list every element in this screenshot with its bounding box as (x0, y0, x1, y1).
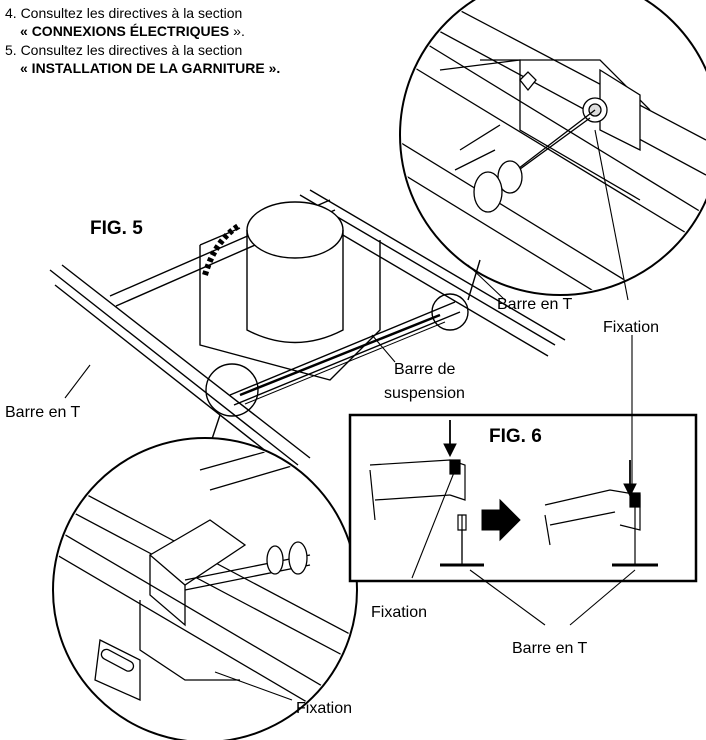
fig6-label-fixation: Fixation (371, 604, 428, 621)
fig6-panel (348, 413, 698, 583)
label-suspension-line1: Barre de (394, 361, 456, 378)
step-4-line-1: 4. Consultez les directives à la section (5, 5, 243, 21)
zoom-circle-top (399, 0, 706, 296)
step-5-line-2: « INSTALLATION DE LA GARNITURE ». (20, 60, 281, 76)
label-tbar-left: Barre en T (5, 404, 81, 421)
leader-lines (64, 129, 636, 701)
step-5-line-1: 5. Consultez les directives à la section (5, 42, 243, 58)
step-4-section-name: CONNEXIONS ÉLECTRIQUES (31, 23, 230, 39)
fig6-label-tbar: Barre en T (512, 640, 588, 657)
label-fixation-right: Fixation (603, 319, 660, 336)
step-4-suffix: ». (229, 23, 245, 39)
label-suspension-line2: suspension (384, 385, 465, 402)
label-fixation-bottom: Fixation (296, 700, 353, 717)
label-tbar-right: Barre en T (497, 296, 573, 313)
zoom-circle-bottom (52, 437, 358, 740)
step-4-prefix: « (20, 23, 32, 39)
step-4-line-2: « CONNEXIONS ÉLECTRIQUES ». (20, 23, 245, 40)
fig5-title: FIG. 5 (90, 218, 143, 239)
fig6-title: FIG. 6 (489, 426, 542, 447)
fig5-assembly (49, 189, 566, 479)
